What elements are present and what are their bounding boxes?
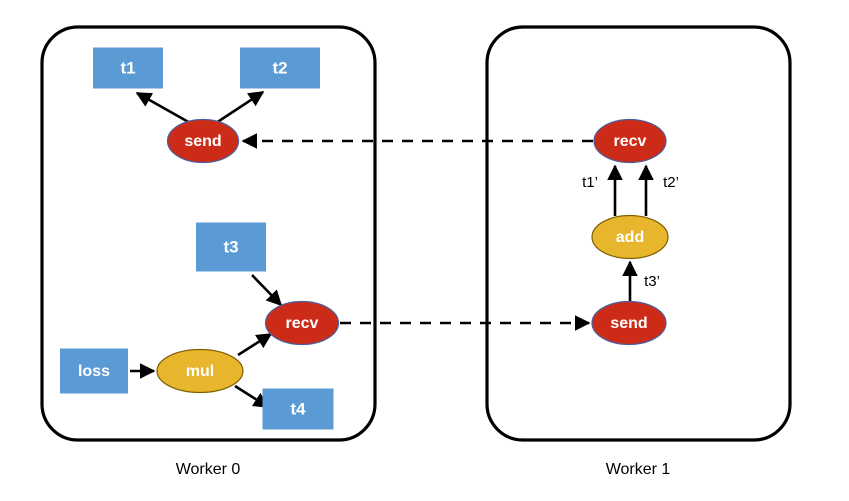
worker-captions-group: Worker 0 Worker 1: [176, 461, 671, 478]
node-label: t4: [290, 399, 306, 418]
node-w1-add[interactable]: add: [591, 214, 669, 260]
node-label: recv: [286, 315, 319, 332]
node-w1-recv[interactable]: recv: [593, 118, 667, 164]
edge-label-lbl-t1p: t1’: [582, 174, 598, 191]
node-label: loss: [78, 363, 110, 380]
node-w1-send[interactable]: send: [591, 300, 667, 346]
tensor-box-shape: [60, 348, 128, 394]
edge-label-lbl-t2p: t2’: [663, 174, 679, 191]
edge-e-t3-recv: [251, 274, 283, 307]
node-label: t3: [223, 237, 238, 256]
comm-node-shape: [166, 118, 240, 164]
comm-node-shape: [591, 300, 667, 346]
node-label: t2: [272, 58, 287, 77]
tensor-box-shape: [262, 388, 334, 430]
worker-caption-worker1: Worker 1: [606, 461, 671, 478]
node-w0-mul[interactable]: mul: [156, 348, 244, 394]
node-label: recv: [614, 133, 647, 150]
node-w0-t1[interactable]: t1: [93, 47, 163, 89]
tensor-box-shape: [240, 47, 320, 89]
edge-labels-group: t1’ t2’ t3’: [582, 174, 679, 290]
op-node-shape: [156, 348, 244, 394]
edges-group: [130, 90, 654, 409]
comm-node-shape: [264, 300, 340, 346]
edge-label-lbl-t3p: t3’: [644, 273, 660, 290]
edge-e-send-t1: [135, 91, 193, 126]
node-label: mul: [186, 363, 214, 380]
node-w0-recv[interactable]: recv: [264, 300, 340, 346]
nodes-group: t1 t2 send t3 recv loss mul t4 recv add send: [60, 47, 669, 430]
edge-e-mul-recv: [237, 332, 273, 357]
node-label: add: [616, 229, 644, 246]
node-w0-loss[interactable]: loss: [60, 348, 128, 394]
node-w0-t4[interactable]: t4: [262, 388, 334, 430]
tensor-box-shape: [93, 47, 163, 89]
tensor-box-shape: [196, 222, 266, 272]
worker-panels-group: [40, 25, 792, 442]
node-w0-send[interactable]: send: [166, 118, 240, 164]
worker-panel-worker1: [485, 25, 792, 442]
node-label: t1: [120, 58, 135, 77]
op-node-shape: [591, 214, 669, 260]
node-w0-t2[interactable]: t2: [240, 47, 320, 89]
node-w0-t3[interactable]: t3: [196, 222, 266, 272]
worker-panel-worker0: [40, 25, 377, 442]
comm-node-shape: [593, 118, 667, 164]
edge-e-send-t2: [215, 90, 265, 125]
node-label: send: [610, 315, 647, 332]
worker-caption-worker0: Worker 0: [176, 461, 241, 478]
node-label: send: [184, 133, 221, 150]
